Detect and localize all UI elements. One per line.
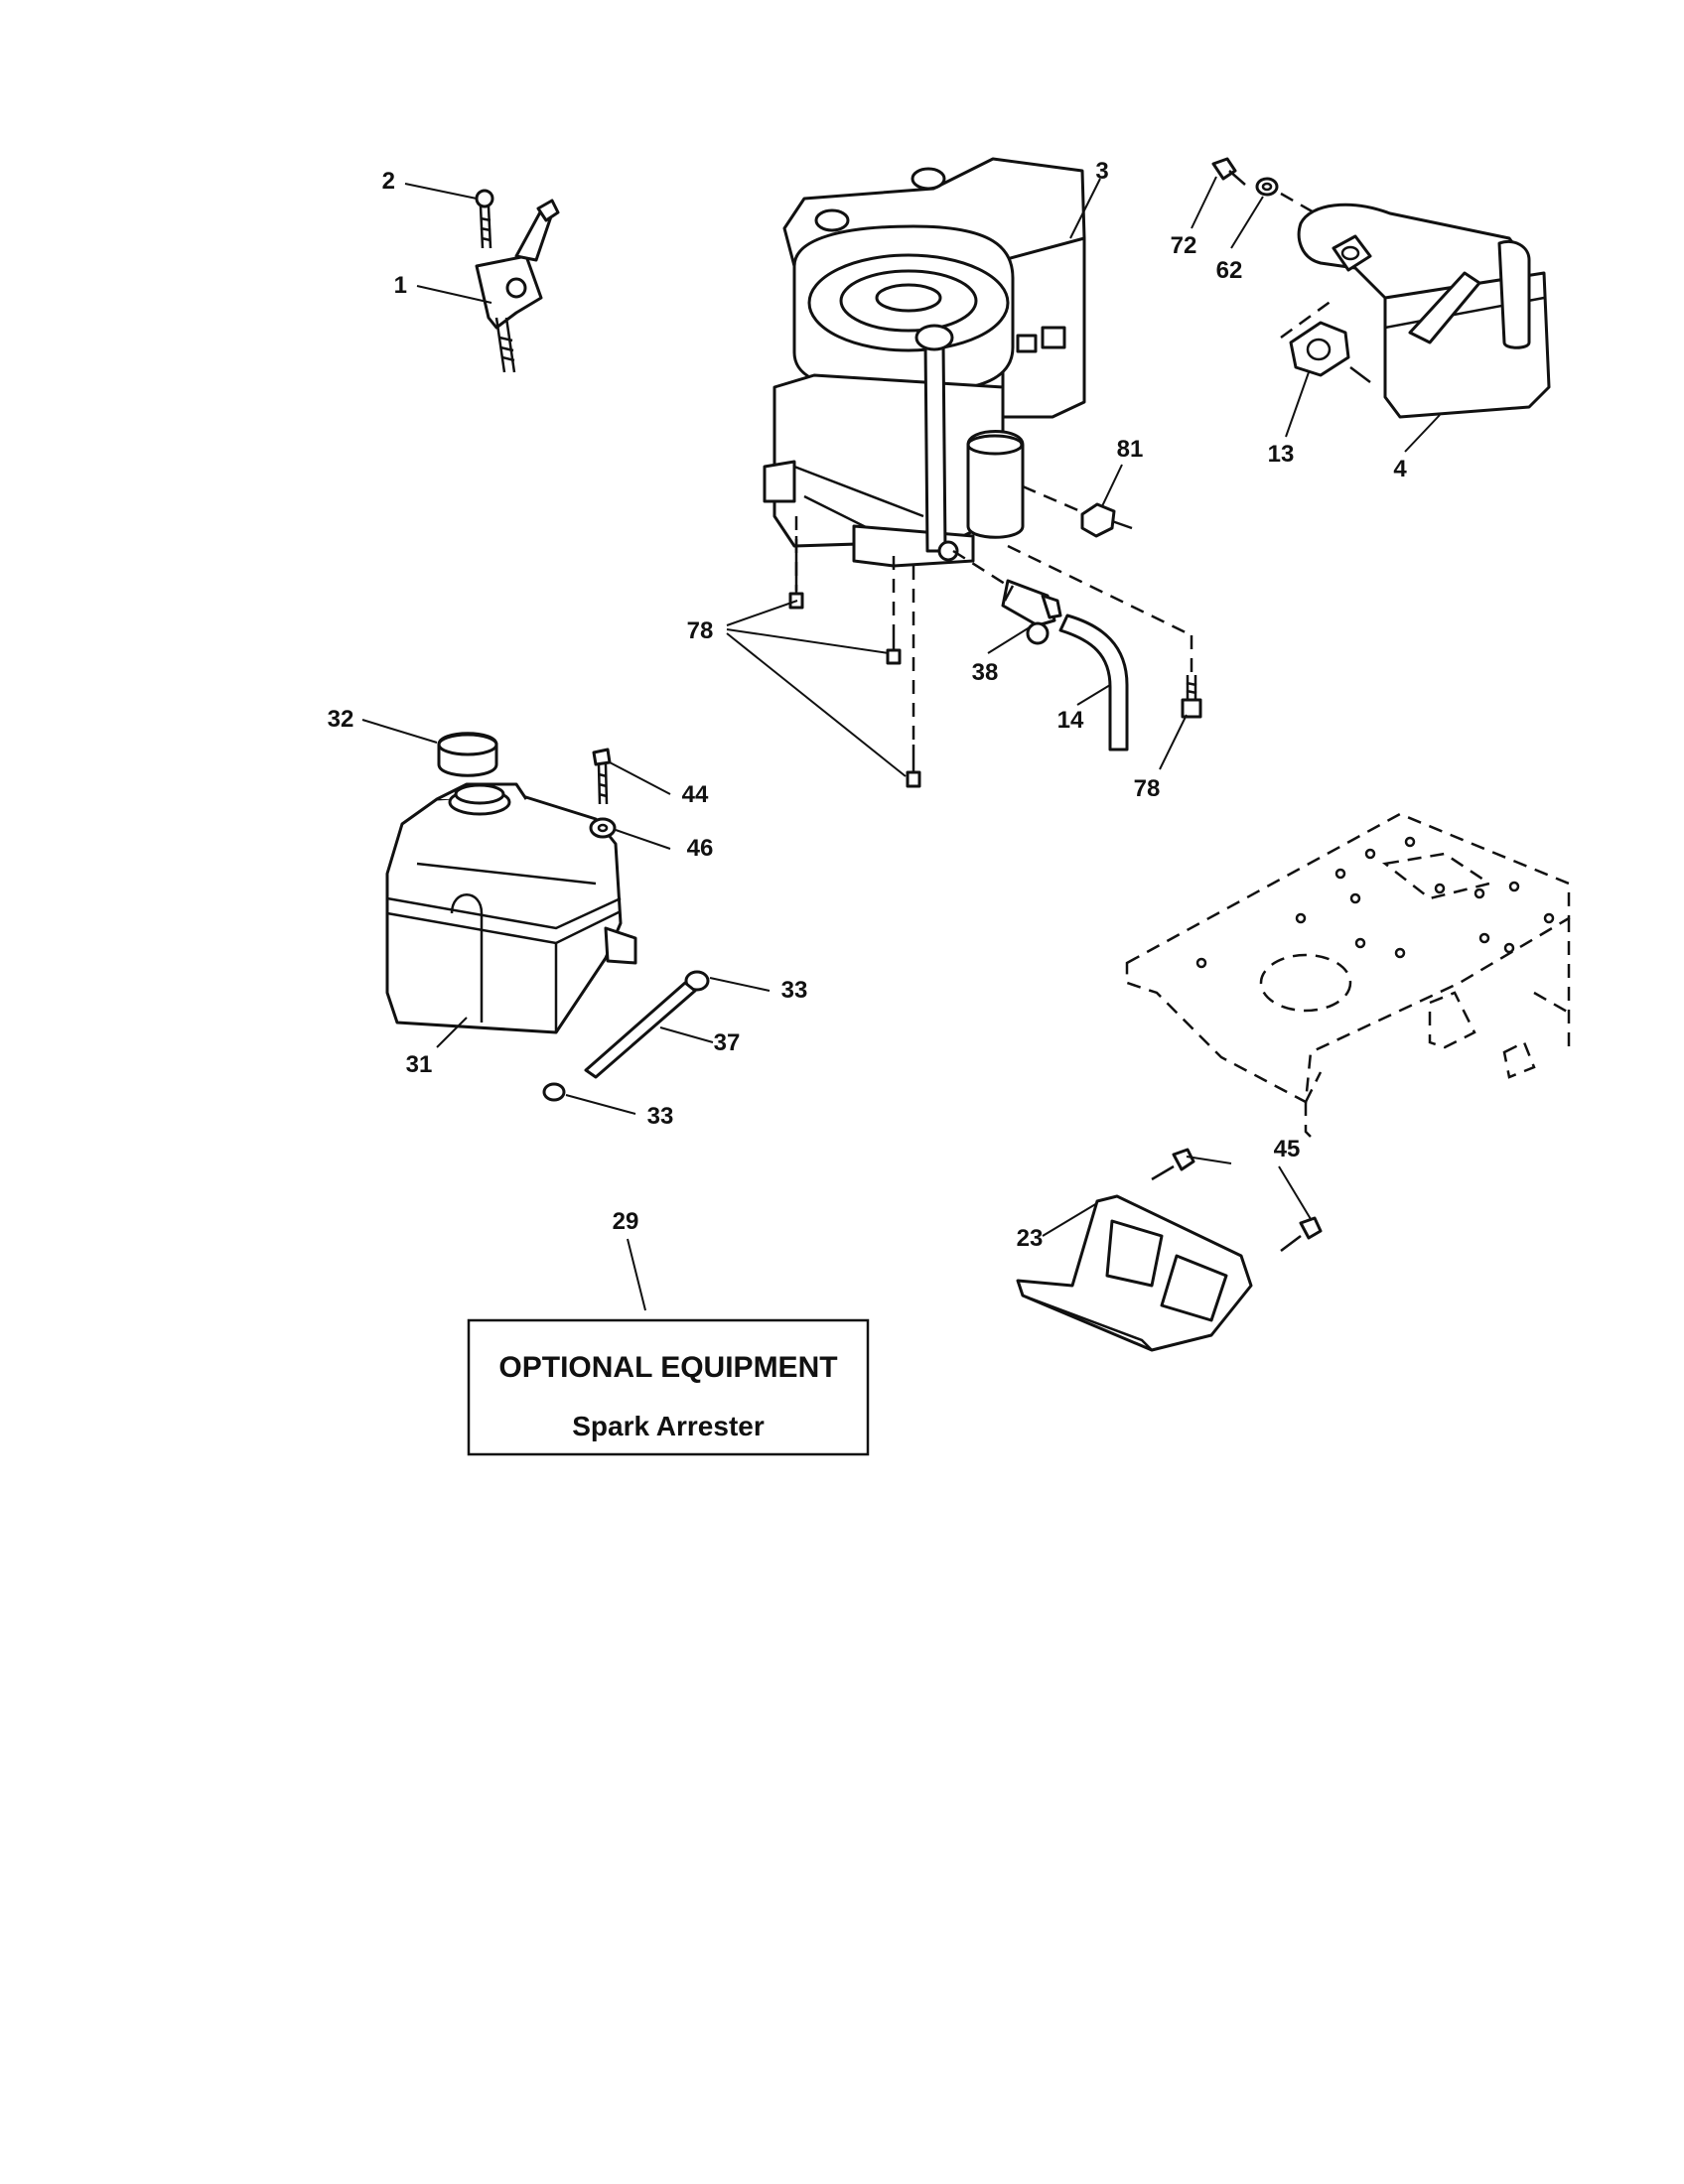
callout-72: 72 xyxy=(1171,232,1197,259)
callout-labels: 2 1 3 72 62 13 4 81 78 38 14 78 32 44 46… xyxy=(328,158,1408,1252)
fuel-tank-part xyxy=(385,782,637,1034)
callout-46: 46 xyxy=(687,835,714,862)
callout-45: 45 xyxy=(1274,1136,1301,1162)
callout-38: 38 xyxy=(972,659,999,686)
callout-33-top: 33 xyxy=(781,977,808,1004)
fuel-line-part xyxy=(1058,614,1129,751)
callout-37: 37 xyxy=(714,1029,741,1056)
callout-44: 44 xyxy=(682,781,709,808)
frame-dashed xyxy=(1125,812,1571,1138)
bolt-part-78-b xyxy=(886,556,902,665)
optional-equipment-box: OPTIONAL EQUIPMENT Spark Arrester xyxy=(467,1318,870,1456)
callout-29: 29 xyxy=(613,1208,639,1235)
gasket-part xyxy=(1280,296,1371,383)
heat-shield-part xyxy=(1016,1194,1253,1352)
callout-78-right: 78 xyxy=(1134,775,1161,802)
screw-part-45-a xyxy=(1151,1148,1195,1181)
washer-part-46 xyxy=(589,817,617,839)
leader-lines xyxy=(361,176,1441,1311)
screw-part-45-b xyxy=(1280,1216,1323,1252)
fuel-hose-part xyxy=(584,981,697,1079)
callout-4: 4 xyxy=(1393,456,1407,482)
callout-2: 2 xyxy=(382,168,395,195)
callout-32: 32 xyxy=(328,706,354,733)
screw-part-72 xyxy=(1211,157,1246,186)
callout-1: 1 xyxy=(394,272,407,299)
callout-31: 31 xyxy=(406,1051,433,1078)
muffler-part xyxy=(1297,203,1551,419)
screw-part-2 xyxy=(475,189,494,249)
callout-62: 62 xyxy=(1216,257,1243,284)
bolt-part-78-d xyxy=(1181,635,1202,719)
clamp-part-33-b xyxy=(542,1082,566,1102)
optional-equipment-title: OPTIONAL EQUIPMENT xyxy=(498,1351,837,1384)
callout-33-bottom: 33 xyxy=(647,1103,674,1130)
bolt-part-78-c xyxy=(906,566,921,788)
callout-3: 3 xyxy=(1095,158,1108,185)
fuel-fitting-part xyxy=(1001,579,1062,645)
screw-part-44 xyxy=(592,748,612,805)
clamp-part-33-a xyxy=(684,970,710,992)
engine-part xyxy=(763,157,1086,568)
nut-part xyxy=(1080,502,1133,538)
callout-81: 81 xyxy=(1117,436,1144,463)
lockwasher-part-62 xyxy=(1255,177,1279,197)
fuel-cap-part xyxy=(437,732,498,777)
callout-14: 14 xyxy=(1057,707,1084,734)
callout-23: 23 xyxy=(1017,1225,1044,1252)
throttle-bracket-part xyxy=(475,199,560,373)
callout-13: 13 xyxy=(1268,441,1295,468)
callout-78-left: 78 xyxy=(687,617,714,644)
optional-equipment-subtitle: Spark Arrester xyxy=(572,1411,765,1441)
